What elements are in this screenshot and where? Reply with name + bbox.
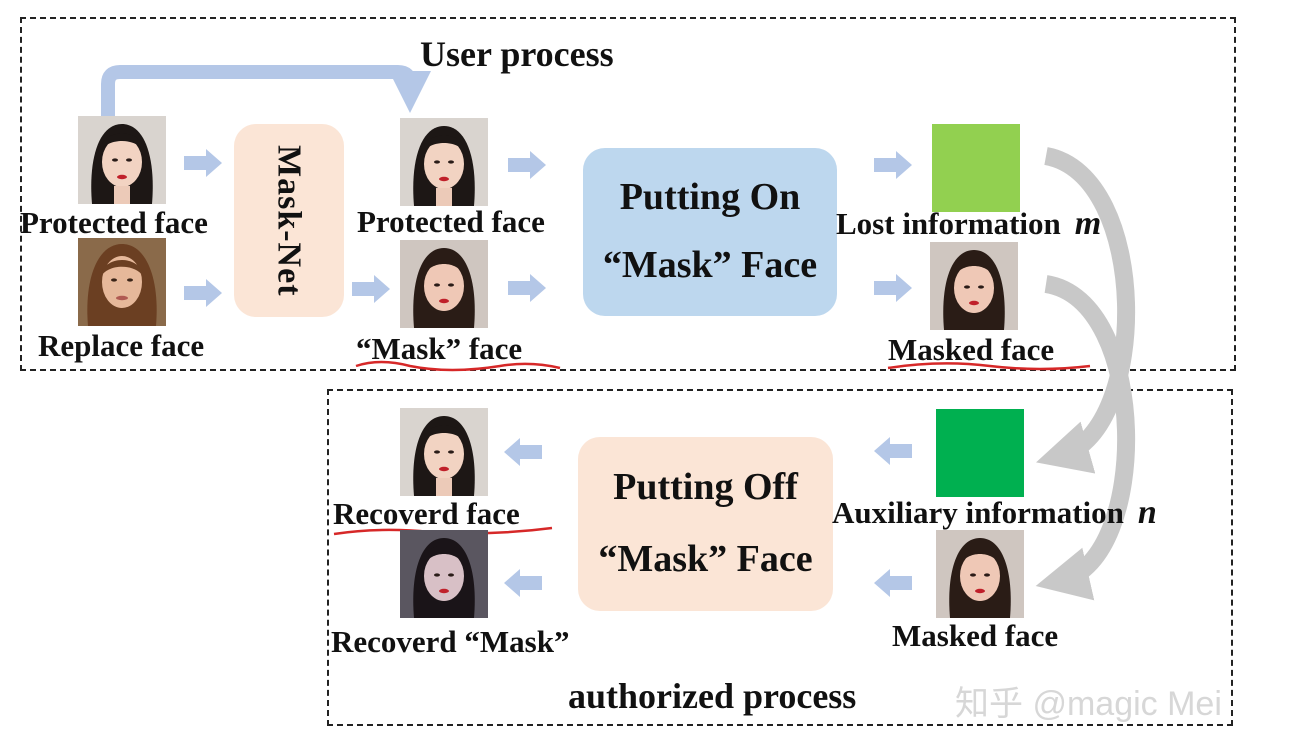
auxiliary-information-label: Auxiliary information n	[832, 496, 1157, 530]
lost-information-symbol: m	[1074, 205, 1102, 242]
mask-face-image	[400, 240, 488, 328]
putting-off-line1: Putting Off	[613, 466, 798, 509]
curve-lost-to-aux	[1036, 147, 1135, 474]
authorized-process-title: authorized process	[568, 676, 857, 716]
arrow-replace-to-masknet	[184, 279, 222, 307]
underline-mask-face	[355, 360, 561, 372]
mask-face-label: “Mask” face	[356, 331, 523, 366]
arrow-putoff-to-recovered-mask	[504, 569, 542, 597]
auxiliary-information-symbol: n	[1137, 494, 1157, 531]
arrow-protected-to-masknet	[184, 149, 222, 177]
arrow-protected-to-puton	[508, 151, 546, 179]
replace-face-label: Replace face	[38, 328, 205, 363]
bypass-arrow	[101, 65, 431, 118]
masked-face-label: Masked face	[888, 332, 1055, 367]
replace-face-image	[78, 238, 166, 326]
arrow-masked-to-putoff	[874, 569, 912, 597]
protected-face-output-image	[400, 118, 488, 206]
arrow-mask-to-puton	[508, 274, 546, 302]
user-process-frame	[20, 17, 1236, 371]
auxiliary-information-text: Auxiliary information	[832, 495, 1124, 530]
masked-face-image	[930, 242, 1018, 330]
putting-off-line2: “Mask” Face	[598, 538, 813, 580]
auxiliary-information-square	[936, 409, 1024, 497]
protected-face-output-label: Protected face	[357, 204, 545, 239]
arrow-aux-to-putoff	[874, 437, 912, 465]
recovered-face-label: Recoverd face	[333, 496, 520, 531]
lost-information-label: Lost information m	[836, 207, 1101, 241]
arrow-masknet-to-mask	[352, 275, 390, 303]
recovered-mask-label: Recoverd “Mask”	[331, 624, 570, 659]
arrow-putoff-to-recovered	[504, 438, 542, 466]
watermark: 知乎 @magic Mei	[955, 685, 1222, 723]
masked-face-input-image	[936, 530, 1024, 618]
lost-information-text: Lost information	[836, 206, 1061, 241]
underline-masked-face	[887, 362, 1091, 371]
arrow-puton-to-masked	[874, 274, 912, 302]
protected-face-image	[78, 116, 166, 204]
recovered-face-image	[400, 408, 488, 496]
recovered-mask-image	[400, 530, 488, 618]
masked-face-input-label: Masked face	[892, 618, 1059, 653]
putting-off-block: Putting Off “Mask” Face	[578, 437, 833, 611]
lost-information-square	[932, 124, 1020, 212]
curve-masked-to-masked	[1035, 275, 1135, 601]
protected-face-label: Protected face	[20, 205, 208, 240]
user-process-title: User process	[420, 34, 614, 74]
mask-net-label: Mask-Net	[270, 144, 308, 297]
putting-on-line1: Putting On	[619, 176, 801, 219]
putting-on-block: Putting On “Mask” Face	[583, 148, 837, 316]
mask-net-block: Mask-Net	[234, 124, 344, 317]
putting-on-line2: “Mask” Face	[602, 244, 818, 286]
arrow-puton-to-lost	[874, 151, 912, 179]
authorized-process-frame	[327, 389, 1233, 726]
